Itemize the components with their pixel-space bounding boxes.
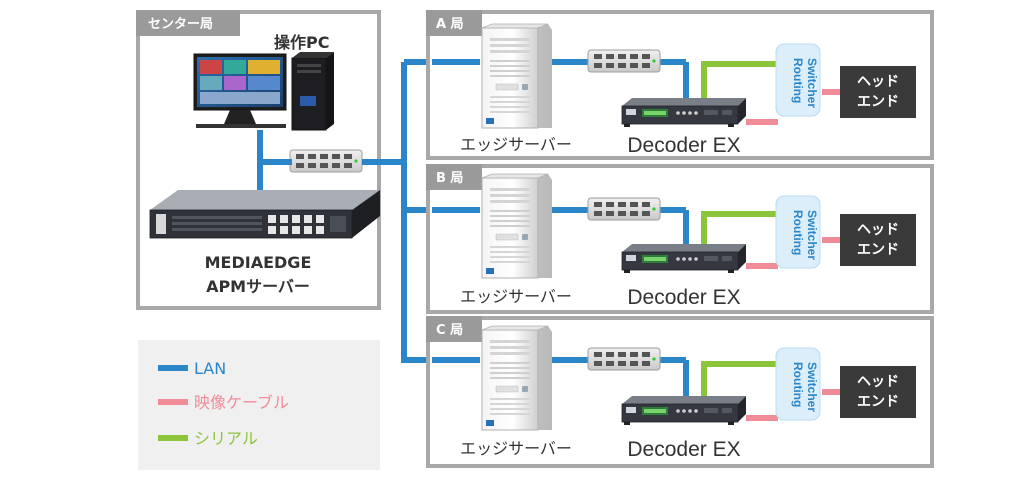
station-b-edge-server-icon [481, 173, 553, 279]
station-b-routing-line1: Routing [791, 210, 805, 255]
station-a-decoder-icon [621, 97, 747, 128]
station-c-edge-server-icon [481, 325, 553, 431]
station-b-head-line2: エンド [857, 242, 899, 258]
legend: LAN 映像ケーブル シリアル [138, 340, 380, 470]
station-c-label: C 局 [436, 323, 463, 338]
station-b-routing-line2: Switcher [805, 210, 819, 260]
station-a-label: A 局 [436, 17, 464, 32]
station-a-edge-server-icon [481, 23, 553, 129]
station-a-routing-line2: Switcher [805, 58, 819, 108]
station-b-decoder-label: Decoder EX [627, 286, 740, 309]
pc-tower-icon [291, 57, 327, 131]
apm-server-icon [149, 190, 380, 239]
station-b-decoder-icon [621, 243, 747, 274]
legend-video-label: 映像ケーブル [194, 393, 289, 412]
station-c-decoder-label: Decoder EX [627, 438, 740, 461]
center-station-label: センター局 [148, 17, 213, 32]
station-a-tab [426, 10, 482, 36]
station-b-label: B 局 [436, 171, 463, 186]
station-c-head-line1: ヘッド [857, 374, 899, 390]
station-c-routing-line1: Routing [791, 362, 805, 407]
station-a-head-line1: ヘッド [857, 74, 899, 90]
center-station-tab [136, 10, 240, 36]
pc-label: 操作PC [274, 33, 329, 52]
station-a-edge-label: エッジサーバー [460, 135, 572, 154]
legend-lan-label: LAN [194, 359, 226, 378]
station-c-edge-label: エッジサーバー [460, 439, 572, 458]
apm-label-line1: MEDIAEDGE [205, 253, 312, 272]
apm-label-line2: APMサーバー [206, 277, 310, 296]
station-b-head-line1: ヘッド [857, 222, 899, 238]
center-lan-lines [257, 59, 432, 363]
station-a-hub-icon [587, 49, 661, 73]
station-c-decoder-icon [621, 395, 747, 426]
operation-pc [193, 52, 334, 131]
station-b-edge-label: エッジサーバー [460, 287, 572, 306]
station-c-tab [426, 316, 482, 342]
center-hub-icon [289, 149, 363, 173]
station-b-tab [426, 164, 482, 190]
station-c-routing-line2: Switcher [805, 362, 819, 412]
station-a-head-line2: エンド [857, 94, 899, 110]
station-b-lines [432, 207, 840, 269]
station-a-decoder-label: Decoder EX [627, 134, 740, 157]
station-b-hub-icon [587, 197, 661, 221]
station-a-lines [432, 59, 840, 125]
station-a-routing-line1: Routing [791, 58, 805, 103]
station-c-hub-icon [587, 347, 661, 371]
legend-serial-label: シリアル [194, 429, 258, 448]
station-c-head-line2: エンド [857, 394, 899, 410]
